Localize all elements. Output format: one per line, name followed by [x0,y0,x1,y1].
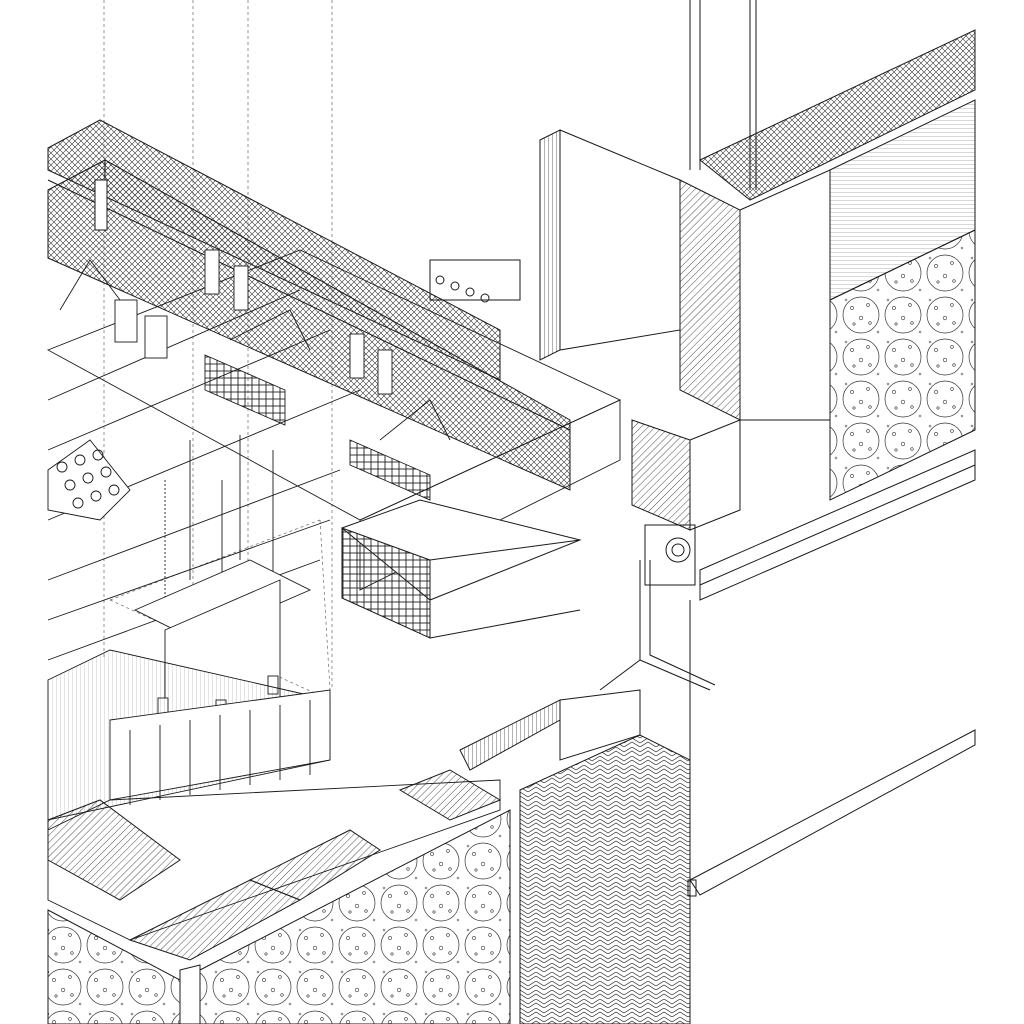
concrete-blocks [47,649,501,941]
perforated-facade-panel-lower [47,809,511,1024]
grid-box-block [340,499,582,639]
bolt-plate [47,439,131,521]
roof-parapet [47,119,571,491]
timber-post [429,129,681,361]
vertical-louvers [459,689,691,1024]
facade-bracket [599,449,976,897]
lower-roof-panels [47,769,502,961]
curtain-wall-mullion [631,0,976,586]
perforated-facade-panel-upper [829,99,976,501]
